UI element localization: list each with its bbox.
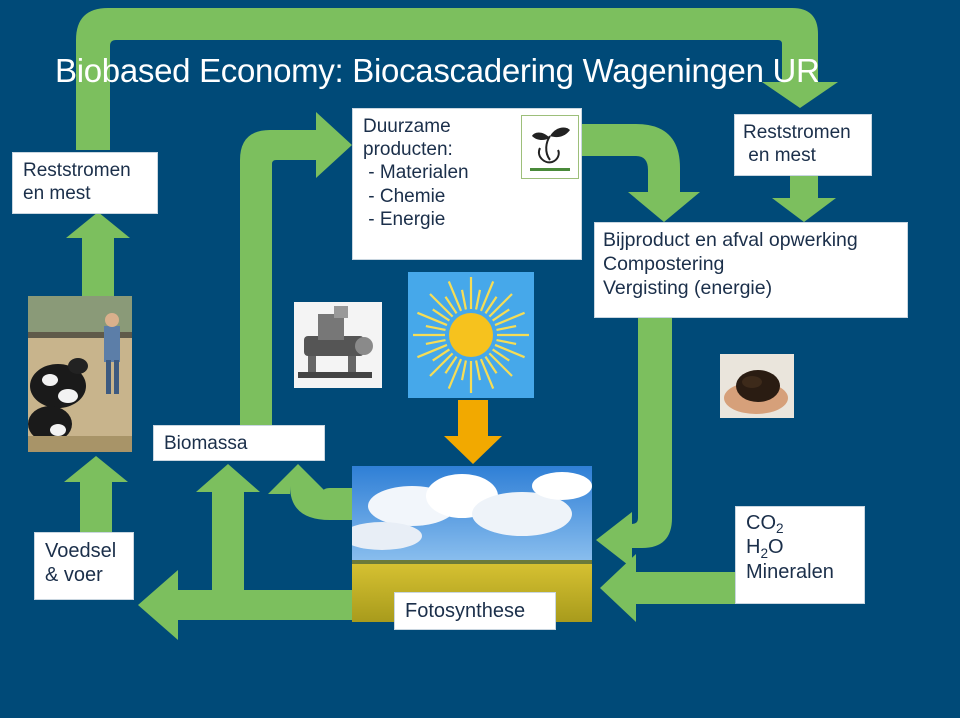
box-line: Mineralen bbox=[746, 560, 834, 583]
photo-compost-in-hands bbox=[720, 354, 794, 418]
seedling-logo bbox=[521, 115, 579, 179]
sun-ray bbox=[496, 338, 517, 346]
sun-ray bbox=[416, 343, 448, 359]
o-text: O bbox=[768, 536, 784, 559]
box-duurzame-producten: Duurzame producten: - Materialen - Chemi… bbox=[352, 108, 582, 260]
sun-ray bbox=[444, 356, 458, 374]
arrow-sun-to-field bbox=[444, 400, 502, 464]
arrow-reststromen-to-bijproduct bbox=[772, 176, 836, 222]
sun-ray bbox=[425, 324, 446, 332]
photo-cows-farmer bbox=[28, 296, 132, 452]
arrow-biomassa-to-producten bbox=[240, 112, 352, 425]
sun-ray bbox=[474, 289, 482, 310]
co-text: CO bbox=[746, 512, 776, 534]
arrow-top-loop bbox=[76, 8, 838, 150]
sun-ray bbox=[479, 280, 495, 312]
sun-ray bbox=[494, 311, 526, 327]
box-line: Bijproduct en afval opwerking bbox=[603, 229, 858, 251]
box-biomassa: Biomassa bbox=[153, 425, 325, 461]
box-fotosynthese: Fotosynthese bbox=[394, 592, 556, 630]
sun-ray bbox=[432, 308, 450, 322]
sun-ray bbox=[484, 296, 498, 314]
sun-ray bbox=[484, 356, 498, 374]
sun-ray bbox=[432, 348, 450, 362]
photo-extruder-machine bbox=[294, 302, 382, 388]
sun-ray bbox=[460, 289, 468, 310]
arrow-producten-to-bijproduct bbox=[582, 124, 700, 222]
sun-ray bbox=[479, 358, 495, 390]
sun-ray bbox=[429, 352, 454, 377]
sun-ray bbox=[488, 293, 513, 318]
box-line: en mest bbox=[743, 145, 816, 167]
box-bijproduct: Bijproduct en afval opwerking Composteri… bbox=[594, 222, 908, 318]
sun-illustration bbox=[408, 272, 534, 398]
co2-label: CO2 bbox=[746, 511, 864, 537]
sun-ray bbox=[425, 338, 446, 346]
box-line: en mest bbox=[23, 183, 91, 205]
h-text: H bbox=[746, 536, 761, 559]
arrow-bijproduct-to-field bbox=[596, 318, 672, 568]
arrow-field-to-biomassa bbox=[268, 464, 356, 520]
box-reststromen-left: Reststromen en mest bbox=[12, 152, 158, 214]
box-line: - Materialen bbox=[363, 162, 469, 184]
box-line: Duurzame bbox=[363, 116, 451, 137]
box-line: Voedsel bbox=[45, 540, 117, 562]
sun-ray bbox=[494, 343, 526, 359]
box-line: Reststromen bbox=[743, 122, 851, 143]
sun-ray bbox=[416, 311, 448, 327]
sun-ray bbox=[492, 348, 510, 362]
h2o-label: H2O bbox=[746, 535, 864, 561]
box-line: Vergisting (energie) bbox=[603, 276, 773, 299]
sun-ray bbox=[429, 293, 454, 318]
box-line: Fotosynthese bbox=[405, 600, 526, 622]
box-line: & voer bbox=[45, 564, 103, 587]
sun-ray bbox=[460, 360, 468, 381]
box-co2-h2o-mineralen: CO2 H2O Mineralen bbox=[735, 506, 865, 604]
sun-ray bbox=[488, 352, 513, 377]
box-line: - Chemie bbox=[363, 185, 446, 207]
sun-ray bbox=[447, 280, 463, 312]
arrow-voedsel-to-cows bbox=[64, 456, 128, 532]
co-subscript: 2 bbox=[776, 521, 784, 537]
sun-ray bbox=[444, 296, 458, 314]
sun-ray bbox=[474, 360, 482, 381]
box-voedsel-voer: Voedsel & voer bbox=[34, 532, 134, 600]
arrow-co2-to-field bbox=[600, 554, 735, 622]
sun-ray bbox=[492, 308, 510, 322]
box-reststromen-right: Reststromen en mest bbox=[734, 114, 872, 176]
box-line: Reststromen bbox=[23, 160, 131, 181]
box-line: Compostering bbox=[603, 252, 725, 275]
page-title: Biobased Economy: Biocascadering Wagenin… bbox=[55, 52, 820, 89]
box-line: - Energie bbox=[363, 208, 446, 230]
box-line: producten: bbox=[363, 139, 453, 161]
sun-ray bbox=[496, 324, 517, 332]
arrow-branch-to-biomassa bbox=[196, 464, 260, 592]
box-line: Biomassa bbox=[164, 433, 248, 454]
arrow-cows-to-reststromen bbox=[66, 212, 130, 296]
sun-ray bbox=[447, 358, 463, 390]
arrow-field-to-voedsel bbox=[138, 570, 356, 640]
h-subscript: 2 bbox=[760, 545, 769, 561]
